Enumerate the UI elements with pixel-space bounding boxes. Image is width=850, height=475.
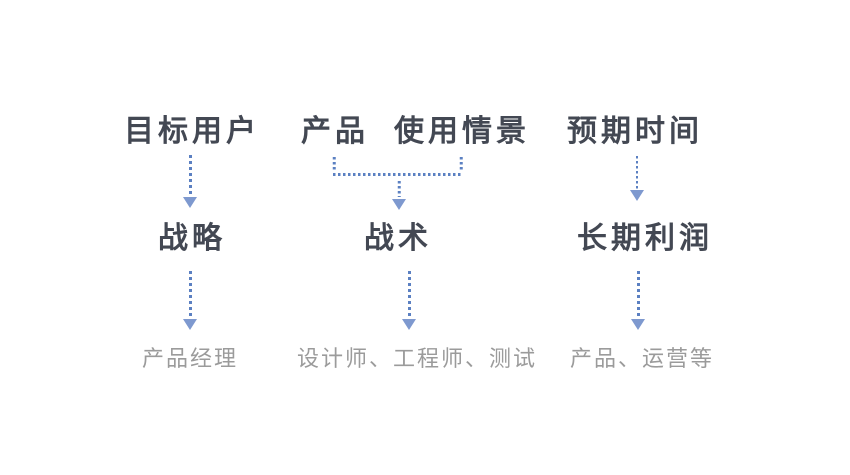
- down-arrow-icon: [402, 271, 416, 330]
- down-arrow-icon: [183, 155, 197, 208]
- down-arrow-icon: [630, 156, 644, 201]
- stage-label-long-term-profit: 长期利润: [577, 222, 713, 255]
- input-label-target-users: 目标用户: [124, 115, 260, 148]
- down-arrow-icon: [183, 271, 197, 330]
- owner-label-designers-engineers-testers: 设计师、工程师、测试: [296, 346, 538, 371]
- down-arrow-icon: [631, 271, 645, 330]
- stage-label-strategy: 战略: [158, 222, 226, 255]
- owner-label-product-operations: 产品、运营等: [569, 346, 715, 371]
- input-label-product: 产品: [301, 115, 369, 148]
- owner-label-product-manager: 产品经理: [141, 346, 239, 371]
- input-label-usage-scenario: 使用情景: [394, 115, 530, 148]
- input-label-expected-time: 预期时间: [567, 115, 703, 148]
- stage-label-tactics: 战术: [364, 222, 432, 255]
